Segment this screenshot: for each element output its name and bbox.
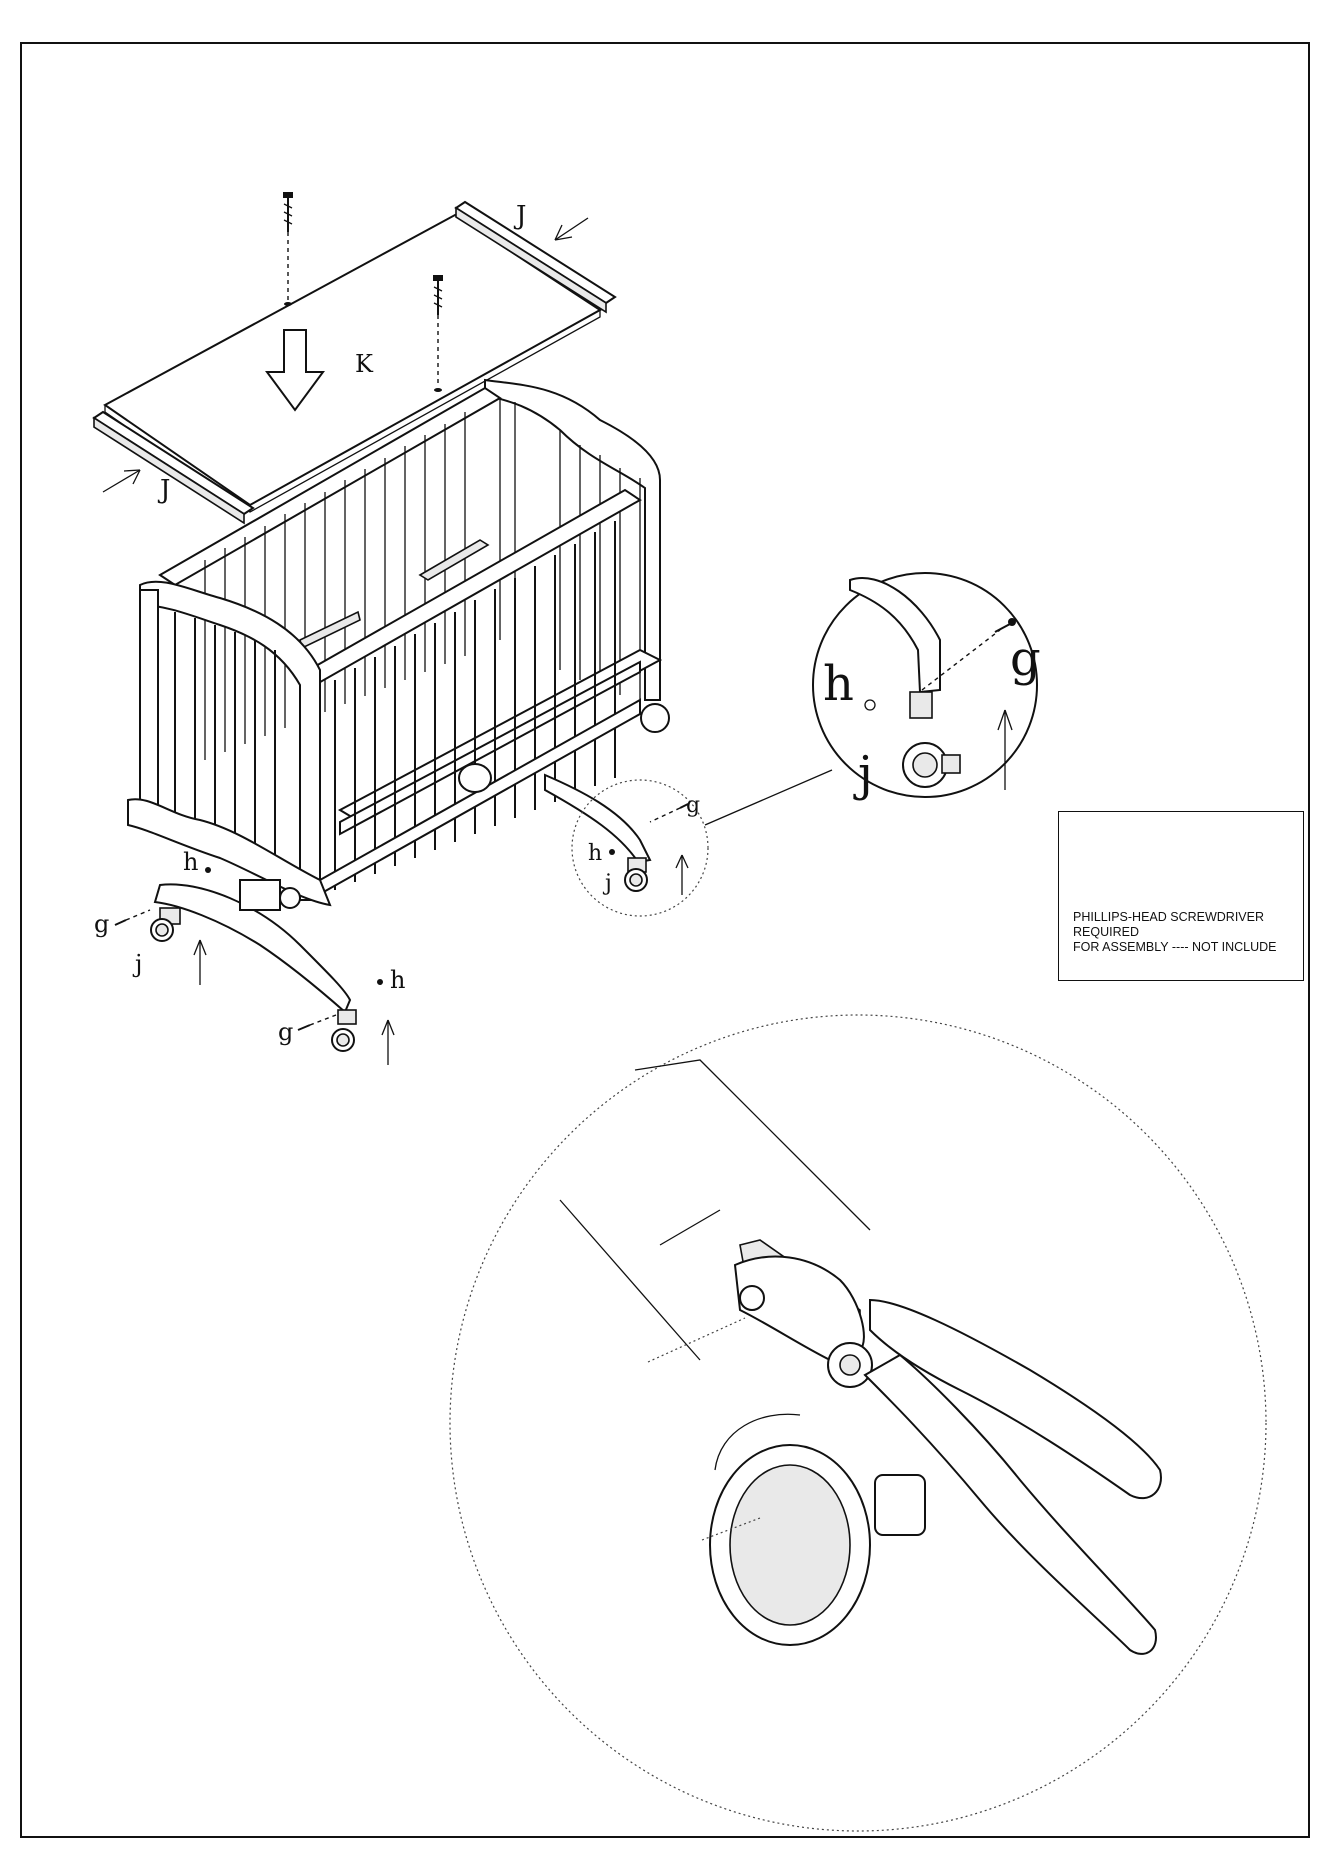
arrow-up-icon: [676, 855, 688, 895]
rocker-base-left: [151, 880, 356, 1051]
label-j-left: J: [157, 475, 170, 505]
screw-icon: [283, 192, 293, 306]
arrow-up-icon: [382, 1020, 394, 1065]
rocker-base-right: [545, 775, 650, 891]
screw-icon: [650, 804, 688, 822]
note-line-2: REQUIRED: [1073, 925, 1299, 940]
detail-circle-large: [450, 1015, 1266, 1831]
tool-note-text: PHILLIPS-HEAD SCREWDRIVER REQUIRED FOR A…: [1073, 910, 1299, 955]
label-h: h: [183, 848, 198, 876]
arrow-up-icon: [194, 940, 206, 985]
label-j-top: J: [513, 201, 526, 231]
tool-note-box: PHILLIPS-HEAD SCREWDRIVER REQUIRED FOR A…: [1058, 811, 1304, 981]
note-line-3: FOR ASSEMBLY ---- NOT INCLUDE: [1073, 940, 1299, 955]
label-k: K: [355, 350, 374, 378]
screw-icon: [298, 1015, 336, 1030]
label-h: h: [823, 656, 854, 712]
label-j: j: [602, 871, 612, 896]
note-line-1: PHILLIPS-HEAD SCREWDRIVER: [1073, 910, 1299, 925]
screw-icon: [115, 910, 150, 925]
label-h: h: [390, 966, 405, 994]
label-g: g: [94, 910, 109, 938]
label-j: j: [132, 950, 142, 978]
label-g: g: [278, 1018, 293, 1046]
label-h: h: [588, 841, 602, 866]
label-g: g: [1010, 631, 1041, 687]
label-g: g: [686, 793, 700, 818]
